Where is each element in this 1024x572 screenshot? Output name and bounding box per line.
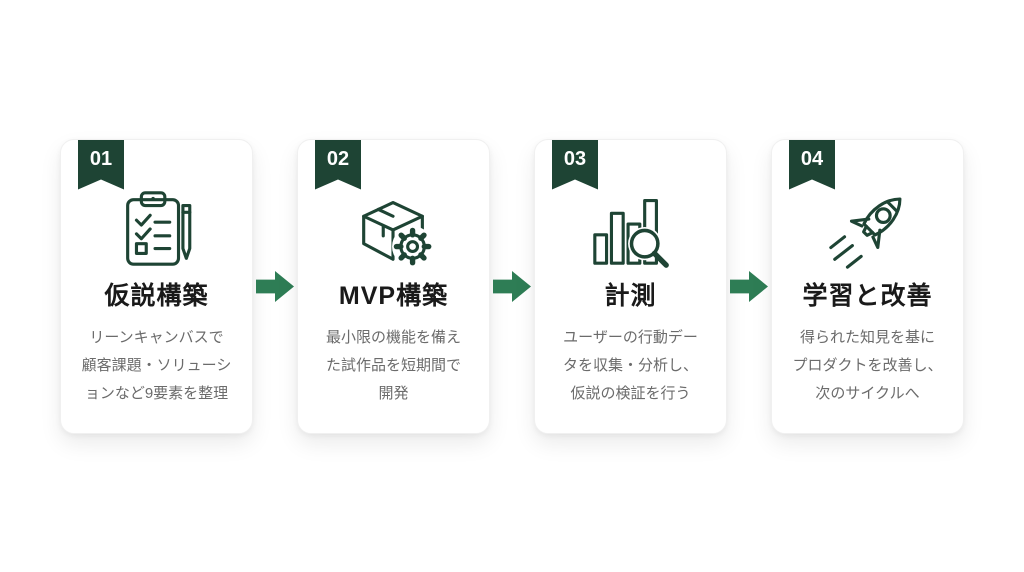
step-3-title: 計測 — [604, 281, 657, 310]
step-4-title: 学習と改善 — [802, 281, 933, 310]
step-1-number-ribbon: 01 — [78, 139, 124, 190]
step-number: 03 — [563, 147, 587, 170]
arrow-right-icon — [493, 271, 531, 302]
step-1-title: 仮説構築 — [104, 281, 209, 310]
arrow-right-icon — [730, 271, 768, 302]
step-1-description: リーンキャンバスで 顧客課題・ソリューシ ョンなど9要素を整理 — [81, 328, 232, 402]
step-4-number-ribbon: 04 — [789, 139, 835, 190]
arrow-box-2 — [490, 271, 534, 302]
arrow-box-3 — [727, 271, 771, 302]
step-2-number-ribbon: 02 — [315, 139, 361, 190]
step-card-3: 03 計測 ユーザーの行動デー タを収集・分析し、 仮説の検証を行う — [534, 138, 727, 434]
step-number: 02 — [326, 147, 350, 170]
step-3-description: ユーザーの行動デー タを収集・分析し、 仮説の検証を行う — [562, 328, 698, 402]
step-card-2: 02 — [297, 138, 490, 434]
step-card-1: 01 仮説構築 リーンキャンバスで 顧客課題・ソリューシ ョンなど9要素を整理 — [60, 138, 253, 434]
step-4-description: 得られた知見を基に プロダクトを改善し、 次のサイクルへ — [792, 328, 943, 402]
arrow-right-icon — [256, 271, 294, 302]
step-3-number-ribbon: 03 — [552, 139, 598, 190]
chart-magnifier-icon — [581, 184, 681, 272]
step-number: 01 — [89, 147, 113, 170]
step-2-description: 最小限の機能を備え た試作品を短期間で 開発 — [325, 328, 461, 402]
step-card-4: 04 学習と改善 得られた知見を基に プロダクトを改善し、 次のサイクルへ — [771, 138, 964, 434]
clipboard-checklist-icon — [107, 184, 207, 272]
step-number: 04 — [800, 147, 824, 170]
rocket-icon — [818, 184, 918, 272]
step-2-title: MVP構築 — [338, 281, 449, 310]
package-gear-icon — [344, 184, 444, 272]
arrow-box-1 — [253, 271, 297, 302]
